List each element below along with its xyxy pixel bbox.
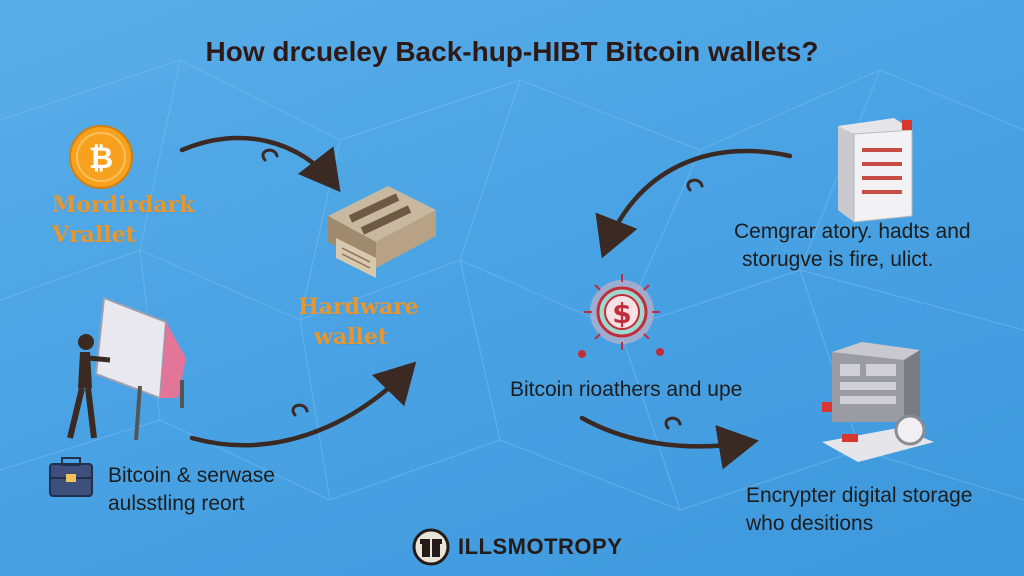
bitcoin-service-line2: aulsstling reort bbox=[108, 492, 245, 515]
footer-brand: ILLSMOTROPY bbox=[412, 528, 622, 566]
hardware-wallet-icon bbox=[328, 186, 436, 278]
arrow-curl-1 bbox=[261, 148, 279, 162]
arrow-to-storage bbox=[579, 415, 759, 470]
svg-text:₿: ₿ bbox=[89, 142, 113, 175]
mordirdark-wallet-label: Mordirdark Vrallet bbox=[52, 190, 194, 250]
arrow-curl-4 bbox=[664, 416, 682, 430]
cemgrar-line2: storugve is fire, ulict. bbox=[742, 248, 934, 271]
hardware-wallet-label: Hardware wallet bbox=[298, 292, 419, 352]
briefcase-icon bbox=[49, 457, 93, 497]
bitcoin-rioathers-label: Bitcoin rioathers and upe bbox=[510, 376, 742, 404]
hardware-line2: wallet bbox=[314, 324, 389, 350]
hardware-line1: Hardware bbox=[298, 294, 419, 320]
person-whiteboard-icon bbox=[67, 296, 186, 441]
arrow-from-cabinet bbox=[595, 148, 793, 259]
page-title: How drcueley Back-hup-HIBT Bitcoin walle… bbox=[205, 36, 819, 67]
cemgrar-label: Cemgrar atory. hadts and storugve is fir… bbox=[734, 218, 971, 274]
mordirdark-line1: Mordirdark bbox=[52, 192, 195, 218]
encrypter-line1: Encrypter digital storage bbox=[746, 484, 973, 507]
svg-text:$: $ bbox=[612, 297, 631, 330]
bitcoin-coin-icon: ₿ bbox=[69, 125, 133, 189]
bitcoin-service-label: Bitcoin & serwase aulsstling reort bbox=[108, 462, 275, 518]
arrow-bottom-up bbox=[189, 361, 417, 448]
bitcoin-service-line1: Bitcoin & serwase bbox=[108, 464, 275, 487]
arrow-curl-2 bbox=[291, 403, 309, 417]
bitcoin-rioathers-line1: Bitcoin rioathers and upe bbox=[510, 378, 743, 401]
dollar-virus-icon: $ bbox=[578, 274, 664, 358]
server-cabinet-icon bbox=[838, 118, 913, 223]
encrypter-label: Encrypter digital storage who desitions bbox=[746, 482, 972, 538]
arrow-to-hardware bbox=[179, 135, 341, 193]
encrypter-line2: who desitions bbox=[746, 512, 874, 535]
cemgrar-line1: Cemgrar atory. hadts and bbox=[734, 220, 971, 243]
mordirdark-line2: Vrallet bbox=[52, 222, 136, 248]
brand-name: ILLSMOTROPY bbox=[458, 534, 623, 559]
gift-box-icon bbox=[412, 528, 450, 566]
storage-machine-icon bbox=[822, 342, 934, 462]
arrow-curl-3 bbox=[686, 178, 704, 192]
